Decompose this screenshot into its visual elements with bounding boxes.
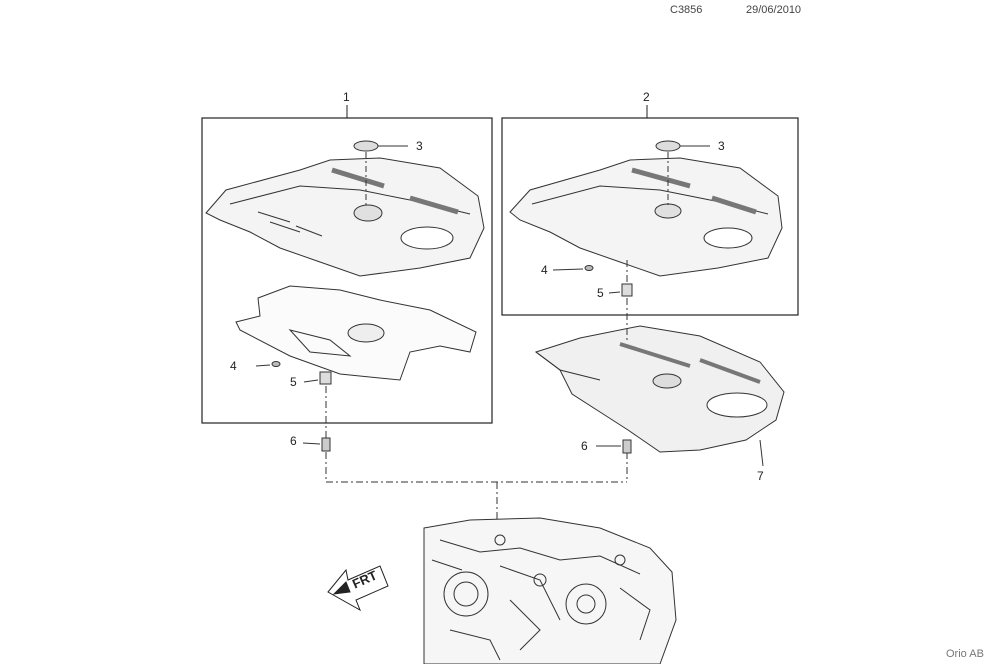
callout-6-b: 6 xyxy=(581,439,588,453)
engine-cover-1 xyxy=(205,157,485,277)
bolt-3-a xyxy=(353,140,408,205)
front-direction-arrow xyxy=(327,565,389,612)
callout-6-a: 6 xyxy=(290,434,297,448)
callout-4-b: 4 xyxy=(541,263,548,277)
engine-cover-assembly-7 xyxy=(534,325,785,453)
grommet-4-a xyxy=(271,361,281,367)
engine-cover-2 xyxy=(509,157,783,277)
callout-7: 7 xyxy=(757,469,764,483)
group-2-frame xyxy=(501,117,799,316)
insulation-pad xyxy=(235,285,477,381)
connection-lines xyxy=(325,260,628,545)
grommet-4-b xyxy=(584,265,594,271)
drawing-code: C3856 xyxy=(670,4,703,16)
stud-6-b xyxy=(596,439,632,454)
engine-block xyxy=(423,517,677,664)
callout-5-a: 5 xyxy=(290,375,297,389)
spacer-5-a xyxy=(319,371,332,385)
callout-1: 1 xyxy=(343,90,350,104)
bolt-3-b xyxy=(655,140,710,205)
callout-5-b: 5 xyxy=(597,286,604,300)
callout-4-a: 4 xyxy=(230,359,237,373)
spacer-5-b xyxy=(621,283,633,297)
callout-3-b: 3 xyxy=(718,139,725,153)
callout-2: 2 xyxy=(643,90,650,104)
callout-3-a: 3 xyxy=(416,139,423,153)
brand-footer: Orio AB xyxy=(946,648,984,660)
drawing-date: 29/06/2010 xyxy=(746,4,802,16)
stud-6-a xyxy=(302,437,331,452)
